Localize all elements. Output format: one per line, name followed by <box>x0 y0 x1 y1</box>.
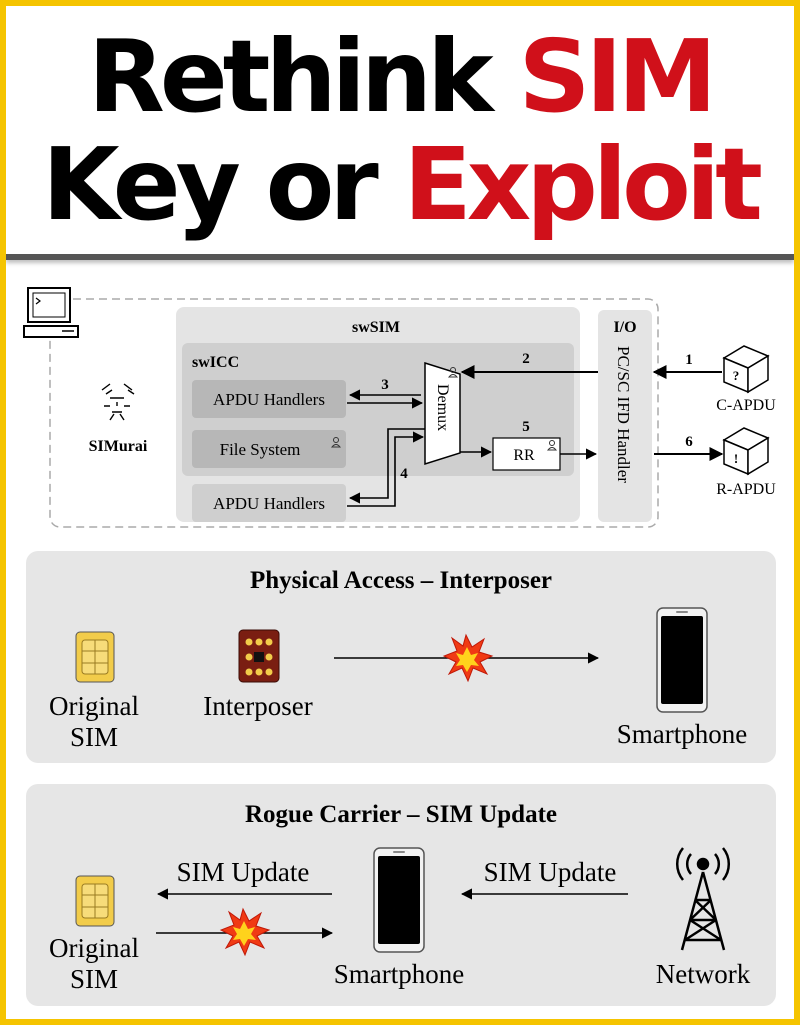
rr-label: RR <box>513 447 535 464</box>
r-apdu-cube-icon: ! <box>722 427 770 476</box>
simurai-logo-icon <box>101 383 135 421</box>
sim-card-icon <box>75 631 115 683</box>
file-system-box <box>192 430 346 468</box>
rogue-sim-card-icon <box>75 875 115 927</box>
poster: Rethink SIM Key or Exploit SIMurai swSIM <box>6 6 794 1019</box>
demux-label: Demux <box>434 384 451 431</box>
step-label-6: 6 <box>685 434 693 450</box>
title-line-1: Rethink SIM <box>6 22 794 132</box>
rogue-original-sim-line1: Original <box>49 933 139 963</box>
demux-user-icon <box>447 367 459 378</box>
title-word-rethink: Rethink <box>87 18 494 135</box>
title-word-exploit: Exploit <box>403 126 762 243</box>
step-label-2: 2 <box>522 351 530 367</box>
step-label-1: 1 <box>685 352 693 368</box>
step-label-3: 3 <box>381 377 389 393</box>
step-label-5: 5 <box>522 419 530 435</box>
rogue-smartphone-icon <box>373 847 425 953</box>
physical-panel-title: Physical Access – Interposer <box>250 567 552 594</box>
apdu-handlers-box-2 <box>192 484 346 522</box>
cell-tower-icon <box>676 847 730 951</box>
explosion-core-icon <box>456 647 479 672</box>
smartphone-icon <box>656 607 708 713</box>
svg-text:!: ! <box>734 451 738 466</box>
io-label: I/O <box>613 319 636 336</box>
swicc-label: swICC <box>192 354 239 371</box>
arrow-4-in <box>348 428 425 504</box>
title-line-2: Key or Exploit <box>6 130 794 240</box>
io-column <box>598 310 652 522</box>
rogue-original-sim-line2: SIM <box>70 964 118 994</box>
physical-access-panel <box>26 551 776 763</box>
demux-block <box>424 361 461 466</box>
svg-text:?: ? <box>733 368 740 383</box>
apdu-handlers-label-2: APDU Handlers <box>213 494 325 513</box>
interposer-label: Interposer <box>203 691 312 721</box>
simurai-label: SIMurai <box>89 438 148 455</box>
apdu-handlers-label-1: APDU Handlers <box>213 390 325 409</box>
title-word-key-or: Key or <box>42 126 379 243</box>
physical-smartphone-label: Smartphone <box>617 719 747 749</box>
title-word-sim: SIM <box>518 18 717 135</box>
rr-user-icon <box>546 440 558 451</box>
interposer-chip-icon <box>238 629 280 683</box>
file-system-user-icon <box>330 437 342 448</box>
swsim-label: swSIM <box>352 319 400 336</box>
arrow-4-out <box>347 431 425 507</box>
physical-original-sim-line1: Original <box>49 691 139 721</box>
sim-update-label-left: SIM Update <box>177 857 310 887</box>
ifd-handler-label: PC/SC IFD Handler <box>614 346 633 483</box>
network-label: Network <box>656 959 751 989</box>
sim-update-label-right: SIM Update <box>484 857 617 887</box>
step-label-4: 4 <box>400 466 408 482</box>
r-apdu-label: R-APDU <box>716 481 776 498</box>
title-banner: Rethink SIM Key or Exploit <box>6 6 794 260</box>
computer-icon <box>23 287 79 338</box>
rogue-smartphone-label: Smartphone <box>334 959 464 989</box>
physical-original-sim-line2: SIM <box>70 722 118 752</box>
rogue-panel-title: Rogue Carrier – SIM Update <box>245 801 557 828</box>
apdu-handlers-box-1 <box>192 380 346 418</box>
rogue-explosion-core-icon <box>233 921 256 946</box>
simurai-dashed-boundary <box>49 298 659 528</box>
c-apdu-label: C-APDU <box>716 397 776 414</box>
file-system-label: File System <box>220 440 301 459</box>
c-apdu-cube-icon: ? <box>722 345 770 394</box>
diagram-canvas: SIMurai swSIM swICC APDU Handlers File S… <box>23 287 776 1006</box>
